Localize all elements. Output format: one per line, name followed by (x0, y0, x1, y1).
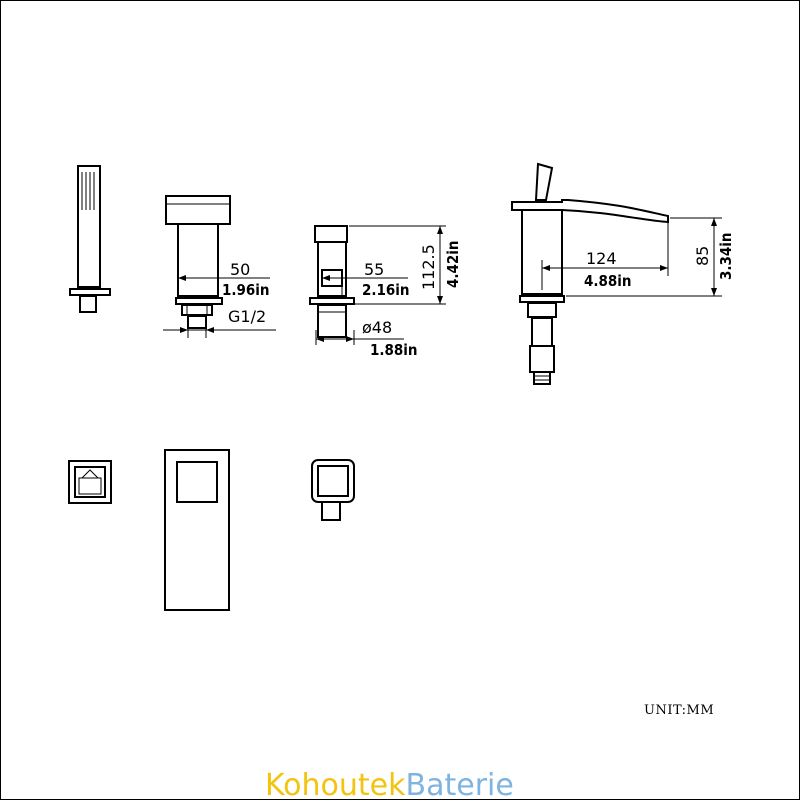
watermark-part-1: Kohoutek (265, 768, 406, 800)
unit-label: UNIT:MM (644, 703, 714, 718)
dim-55-inch: 2.16in (362, 281, 410, 299)
dim-55-mm: 55 (364, 260, 384, 279)
diverter-top-view (164, 449, 230, 611)
watermark-part-2: Baterie (406, 768, 514, 800)
dim-124-inch: 4.88in (584, 272, 632, 290)
dim-112-mm: 112.5 (419, 244, 438, 290)
dim-48-mm: ø48 (362, 318, 392, 337)
dim-50-mm: 50 (230, 260, 250, 279)
diverter-side-view (163, 195, 276, 338)
watermark-logo: KohoutekBaterie (265, 768, 514, 800)
valve-side-view (309, 225, 446, 345)
dim-48-inch: 1.88in (370, 341, 418, 359)
hand-shower-top-view (68, 460, 112, 504)
spout-side-view (511, 162, 722, 385)
thread-label: G1/2 (228, 307, 266, 326)
hand-shower-side-view (69, 165, 111, 313)
dim-50-inch: 1.96in (222, 281, 270, 299)
dim-112-inch: 4.42in (444, 240, 462, 288)
dim-85-mm: 85 (693, 246, 712, 266)
dim-124-mm: 124 (586, 249, 617, 268)
dim-85-inch: 3.34in (717, 232, 735, 280)
valve-top-view (311, 459, 355, 521)
